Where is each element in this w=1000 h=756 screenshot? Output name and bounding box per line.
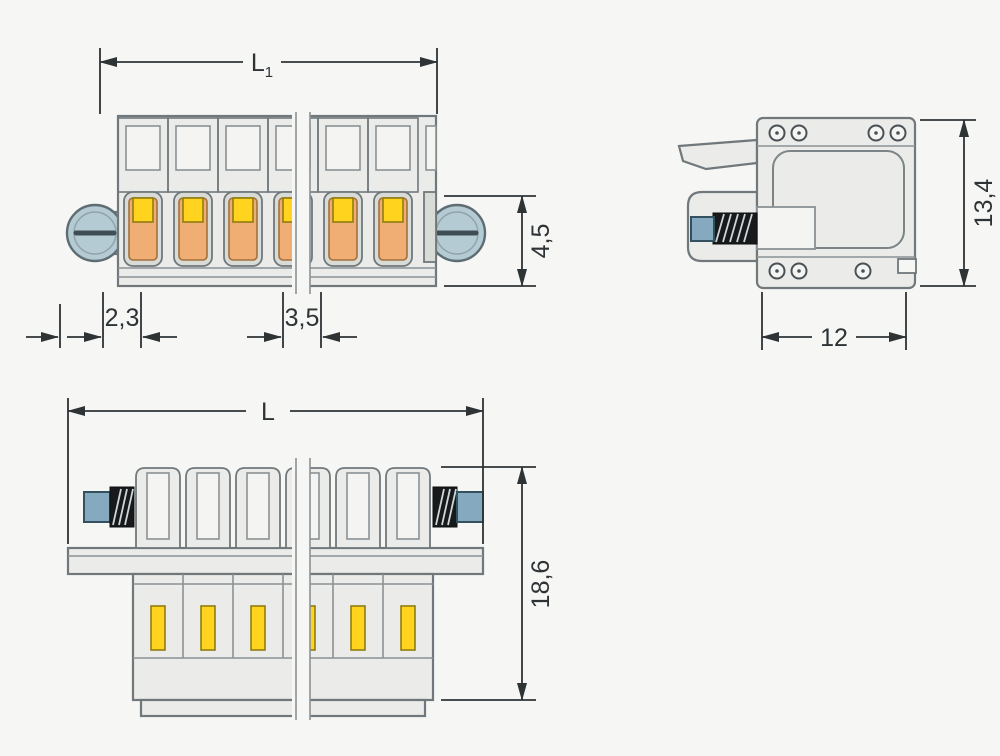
screw-hole	[867, 124, 885, 142]
thread-line	[118, 488, 128, 526]
thread-line	[435, 488, 445, 526]
screw-hole	[854, 262, 872, 280]
terminal-module	[385, 467, 431, 549]
lever-slot	[150, 605, 166, 651]
break-gap	[292, 456, 310, 722]
fixing-screw-left	[67, 205, 123, 261]
connector-body-side	[755, 116, 917, 290]
release-lever	[677, 138, 759, 171]
dim-label-2-3: 2,3	[105, 304, 140, 332]
screw-hole	[790, 124, 808, 142]
dimension-l: L	[67, 398, 484, 544]
housing-contour	[772, 150, 905, 249]
screw-channel	[756, 206, 816, 250]
partial-module-opening	[425, 125, 437, 171]
threaded-shaft-left	[109, 486, 135, 528]
dim-label-l: L	[261, 398, 275, 426]
side-view: 13,4 12	[677, 116, 998, 352]
keying-notch	[897, 258, 917, 274]
fixing-screw-tip-left	[83, 491, 111, 523]
terminal-module	[135, 467, 181, 549]
dimension-13-4: 13,4	[920, 119, 998, 287]
dim-label-l1: L1	[251, 49, 273, 81]
screw-hole	[768, 262, 786, 280]
thread-line	[112, 488, 122, 526]
connector-foot	[139, 698, 427, 718]
thread-line	[124, 488, 134, 526]
dim-label-13-4: 13,4	[970, 179, 998, 228]
break-gap	[292, 110, 310, 296]
lever-slot	[250, 605, 266, 651]
dim-label-4-5: 4,5	[527, 224, 555, 259]
lever-slot	[200, 605, 216, 651]
terminal-module	[317, 117, 369, 267]
thread-line	[729, 213, 739, 243]
mounting-flange-band	[66, 546, 485, 576]
dim-label-l1-sub: 1	[265, 64, 273, 81]
screw-hole	[768, 124, 786, 142]
thread-line	[447, 488, 457, 526]
dim-label-l1-main: L	[251, 49, 265, 77]
screw-hole	[790, 262, 808, 280]
lever-slot	[400, 605, 416, 651]
terminal-module	[235, 467, 281, 549]
terminal-module	[167, 117, 219, 267]
terminal-module	[185, 467, 231, 549]
thread-line	[743, 213, 753, 243]
terminal-module	[117, 117, 169, 267]
thread-line	[722, 213, 732, 243]
terminal-module	[217, 117, 269, 267]
lever-slot	[350, 605, 366, 651]
dim-label-12: 12	[820, 324, 848, 352]
dim-label-18-6: 18,6	[527, 560, 555, 609]
dimension-12: 12	[761, 292, 907, 352]
terminal-module	[335, 467, 381, 549]
dimension-3-5: 3,5	[247, 292, 357, 348]
dimension-4-5: 4,5	[444, 195, 555, 287]
partial-clamp-chamber	[423, 191, 437, 263]
thread-line	[715, 213, 725, 243]
dim-label-3-5: 3,5	[285, 304, 320, 332]
top-view: L 18,6	[66, 398, 555, 722]
fixing-screw-tip-right	[456, 491, 484, 523]
dimension-18-6: 18,6	[441, 466, 555, 701]
dimension-l1: L1	[99, 48, 438, 114]
screw-hole	[889, 124, 907, 142]
terminal-module	[367, 117, 419, 267]
fixing-screw-right	[429, 205, 485, 261]
dimension-2-3: 2,3	[26, 292, 177, 348]
screw-tip	[690, 216, 715, 242]
front-view: L1 4,5 2,3 3,5	[26, 48, 555, 348]
threaded-shaft-right	[432, 486, 458, 528]
thread-line	[736, 213, 746, 243]
thread-line	[441, 488, 451, 526]
